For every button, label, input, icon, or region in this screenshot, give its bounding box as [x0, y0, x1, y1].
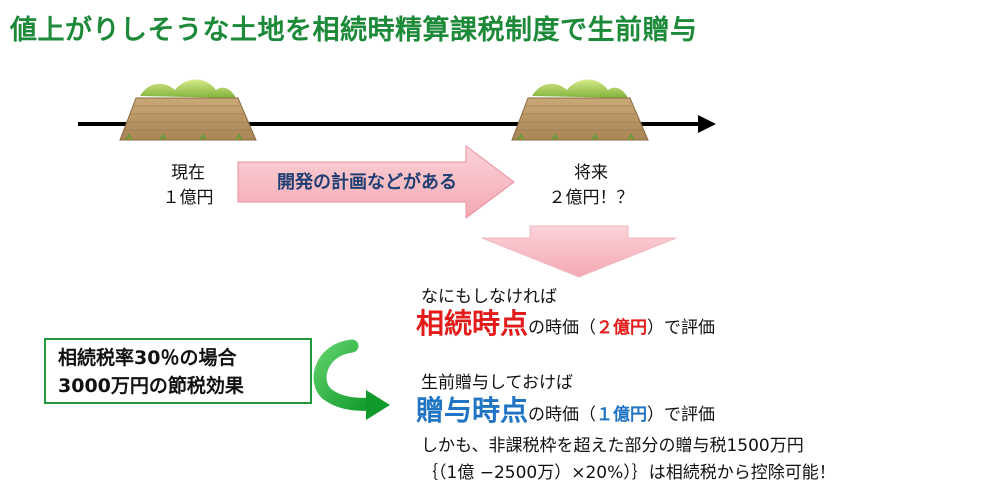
no-action-amount: ２億円	[596, 318, 648, 338]
gift-text-b: ）で評価	[647, 405, 716, 425]
note-line-1: しかも、非課税枠を超えた部分の贈与税1500万円	[421, 436, 804, 456]
future-value: ２億円！？	[548, 188, 634, 208]
now-title: 現在	[171, 163, 205, 183]
development-arrow	[237, 145, 515, 219]
now-value: １億円	[162, 188, 214, 208]
down-arrow	[481, 225, 677, 278]
inheritance-time-highlight: 相続時点	[416, 307, 529, 340]
no-action-text-a: の時価（	[528, 318, 597, 338]
tax-saving-line-2: 3000万円の節税効果	[58, 375, 244, 397]
gift-time-highlight: 贈与時点	[416, 394, 529, 427]
future-title: 将来	[574, 163, 608, 183]
no-action-line: 相続時点の時価（２億円）で評価	[416, 302, 715, 342]
no-action-text-b: ）で評価	[647, 318, 716, 338]
gift-line: 贈与時点の時価（１億円）で評価	[416, 389, 715, 429]
land-now-icon	[119, 79, 257, 141]
note-line-2: ｛（1億 −2500万）×20%）｝は相続税から控除可能！	[421, 463, 836, 483]
gift-intro: 生前贈与しておけば	[421, 373, 573, 393]
tax-saving-box: 相続税率30％の場合 3000万円の節税効果	[44, 338, 312, 404]
land-future-icon	[511, 79, 649, 141]
curved-green-arrow	[313, 339, 390, 420]
no-action-intro: なにもしなければ	[421, 287, 557, 307]
future-label: 将来 ２億円！？	[536, 161, 646, 211]
page-title: 値上がりしそうな土地を相続時精算課税制度で生前贈与	[10, 15, 698, 46]
tax-saving-line-1: 相続税率30％の場合	[58, 347, 237, 369]
development-plan-label: 開発の計画などがある	[277, 172, 457, 193]
now-label: 現在 １億円	[148, 161, 228, 211]
gift-amount: １億円	[596, 405, 648, 425]
gift-text-a: の時価（	[528, 405, 597, 425]
